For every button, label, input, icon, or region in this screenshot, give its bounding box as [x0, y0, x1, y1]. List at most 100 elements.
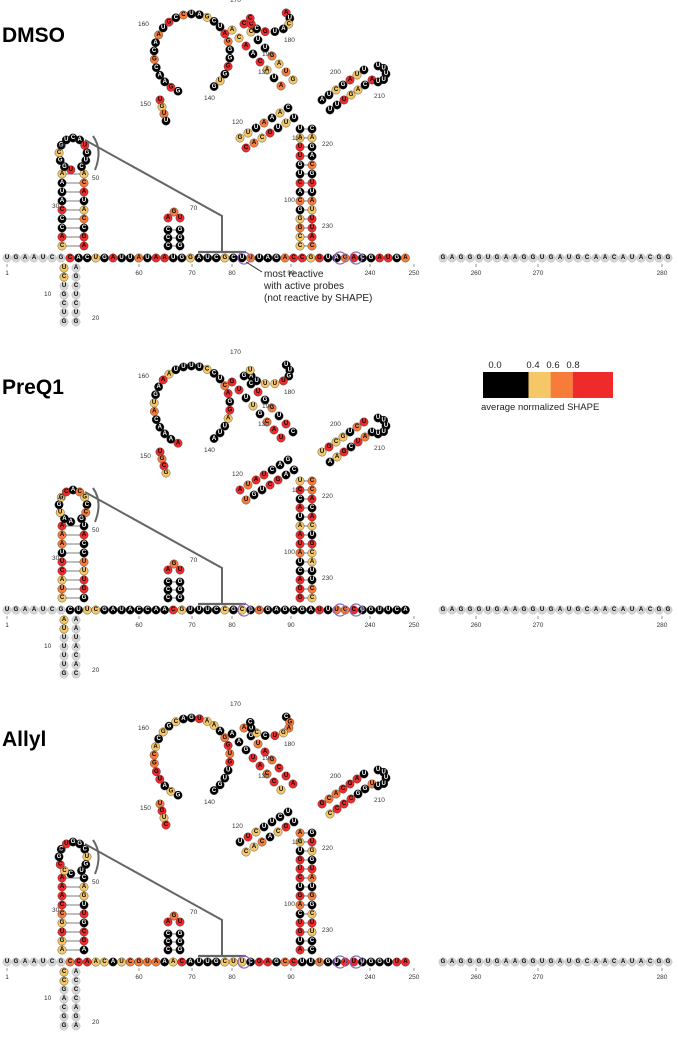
svg-text:A: A [23, 607, 28, 613]
position-label: 140 [204, 95, 215, 102]
position-label: 100 [284, 901, 295, 908]
svg-text:A: A [176, 440, 181, 446]
loop-nucleotide: A [151, 742, 160, 752]
hairpin-nucleotide: U [245, 365, 255, 375]
svg-text:U: U [256, 37, 260, 43]
stem-nucleotide: G [79, 891, 89, 901]
helix-nucleotide: U [289, 817, 299, 827]
sequence-nucleotide: A [151, 957, 161, 967]
svg-text:U: U [486, 255, 490, 261]
svg-text:U: U [205, 255, 209, 261]
svg-text:U: U [218, 376, 222, 382]
svg-text:U: U [567, 255, 571, 261]
sequence-nucleotide: U [228, 957, 238, 967]
probe-circle [237, 955, 251, 969]
svg-text:A: A [171, 959, 176, 965]
svg-text:G: G [348, 781, 353, 787]
stem-nucleotide: C [307, 936, 317, 946]
sequence-nucleotide: C [142, 605, 152, 615]
legend-title: average normalized SHAPE [481, 402, 599, 413]
position-label: 180 [284, 389, 295, 396]
sequence-nucleotide: G [474, 253, 484, 263]
loop-nucleotide: G [77, 514, 86, 524]
stem-nucleotide: G [307, 846, 317, 856]
position-label: 200 [330, 773, 341, 780]
helix-nucleotide: A [275, 460, 285, 470]
svg-text:A: A [403, 255, 408, 261]
svg-text:U: U [262, 824, 266, 830]
position-label: 50 [92, 879, 100, 886]
helix-nucleotide: A [260, 747, 270, 757]
svg-text:A: A [262, 120, 267, 126]
svg-text:G: G [59, 959, 64, 965]
sequence-nucleotide: G [11, 253, 21, 263]
helix-nucleotide: G [260, 395, 270, 405]
helix-nucleotide: G [267, 51, 277, 61]
svg-text:A: A [334, 255, 339, 261]
stem-nucleotide: U [307, 918, 317, 928]
position-label: 30 [52, 555, 60, 562]
svg-text:G: G [178, 931, 183, 937]
svg-text:C: C [50, 959, 55, 965]
svg-text:U: U [273, 29, 277, 35]
svg-text:G: G [369, 959, 374, 965]
legend-swatch [528, 372, 551, 398]
helix-nucleotide: C [267, 465, 277, 475]
svg-text:G: G [178, 939, 183, 945]
interaction-bracket [84, 139, 223, 252]
loop-nucleotide: U [223, 766, 233, 775]
svg-text:C: C [254, 26, 259, 32]
svg-text:G: G [62, 164, 67, 170]
svg-text:U: U [178, 567, 182, 573]
helix-nucleotide: C [262, 417, 272, 427]
svg-text:G: G [188, 255, 193, 261]
svg-text:A: A [197, 255, 202, 261]
svg-text:G: G [298, 586, 303, 592]
tail-nucleotide: C [71, 281, 81, 291]
sequence-nucleotide: C [280, 957, 290, 967]
svg-text:A: A [266, 255, 271, 261]
svg-text:C: C [349, 444, 354, 450]
loop-nucleotide: A [194, 10, 204, 20]
svg-text:C: C [166, 579, 171, 585]
helix-nucleotide: G [235, 133, 245, 143]
axis-tick-label: 260 [471, 270, 482, 277]
svg-text:C: C [648, 607, 653, 613]
sequence-nucleotide: C [211, 605, 221, 615]
helix-nucleotide: A [276, 81, 286, 91]
sequence-nucleotide: G [297, 605, 307, 615]
sequence-nucleotide: A [555, 605, 565, 615]
sequence-nucleotide: A [160, 605, 170, 615]
axis-tick-label: 250 [409, 270, 420, 277]
svg-text:A: A [291, 781, 296, 787]
svg-text:A: A [298, 523, 303, 529]
svg-text:G: G [82, 938, 87, 944]
tail-nucleotide: A [59, 994, 69, 1004]
svg-text:A: A [169, 436, 174, 442]
svg-text:U: U [119, 959, 123, 965]
svg-text:C: C [74, 301, 79, 307]
stem-nucleotide: A [57, 530, 67, 540]
helix-nucleotide: U [289, 113, 299, 123]
svg-text:C: C [84, 510, 89, 516]
svg-text:U: U [244, 497, 248, 503]
svg-text:A: A [60, 884, 65, 890]
svg-text:C: C [57, 150, 62, 156]
sequence-nucleotide: U [383, 957, 393, 967]
svg-text:U: U [64, 137, 68, 143]
sequence-nucleotide: A [636, 605, 646, 615]
helix-nucleotide: A [345, 75, 355, 85]
svg-text:U: U [238, 839, 242, 845]
svg-text:U: U [376, 79, 380, 85]
tail-nucleotide: C [59, 1003, 69, 1013]
sequence-nucleotide: C [47, 253, 57, 263]
loop-nucleotide: C [68, 133, 78, 143]
stem-nucleotide: A [307, 133, 317, 143]
svg-text:U: U [257, 255, 261, 261]
svg-text:A: A [603, 959, 608, 965]
helix-nucleotide: U [253, 739, 263, 749]
sequence-nucleotide: C [220, 605, 230, 615]
loop-nucleotide: C [171, 717, 181, 727]
svg-text:U: U [62, 626, 66, 632]
sequence-nucleotide: U [246, 253, 256, 263]
